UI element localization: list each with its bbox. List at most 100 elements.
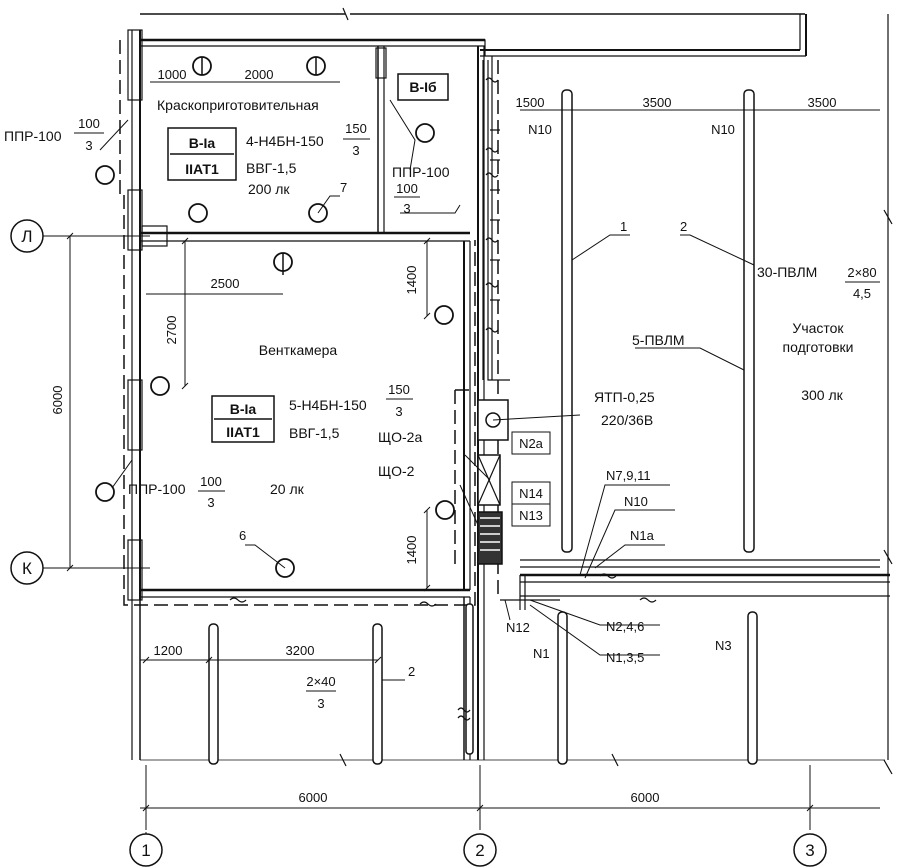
- luminaire: [95, 165, 115, 185]
- dim-2000: 2000: [245, 67, 274, 82]
- zone-class-vent-top: В-Iа: [230, 401, 257, 417]
- axis-bubble-1: [129, 833, 163, 867]
- axis-label-2: 2: [475, 841, 484, 860]
- lamp-row-bottom: [557, 611, 568, 765]
- lamp-row-bottom: [208, 623, 219, 765]
- transformer-label: ЯТП-0,25: [594, 389, 655, 405]
- paint-fixture-group: 4-Н4БН-150: [246, 133, 324, 149]
- axis-bubble-2: [463, 833, 497, 867]
- axis-label-3: 3: [805, 841, 814, 860]
- pvlm-5: 5-ПВЛМ: [632, 332, 685, 348]
- leader-lines: [99, 99, 755, 681]
- axis-lines: [40, 235, 150, 838]
- vent-fixture-num: 150: [388, 382, 410, 397]
- electrical-panels: [477, 399, 509, 565]
- vent-cable: ВВГ-1,5: [289, 425, 340, 441]
- ppr-left-bottom-label: ППР-100: [128, 481, 186, 497]
- dim-6000-b: 6000: [631, 790, 660, 805]
- room-name-paint: Краскоприготовительная: [157, 97, 319, 113]
- room-name-prep-line2: подготовки: [783, 339, 854, 355]
- axis-label-K: К: [22, 559, 32, 578]
- paint-fixture-num: 150: [345, 121, 367, 136]
- walls: [127, 7, 893, 775]
- luminaire: [95, 482, 115, 502]
- line-n2-4-6: N2,4,6: [606, 619, 644, 634]
- luminaire: [434, 305, 454, 325]
- luminaire: [150, 376, 170, 396]
- paint-cable: ВВГ-1,5: [246, 160, 297, 176]
- axis-label-L: Л: [21, 227, 32, 246]
- callout-1: 1: [620, 219, 627, 234]
- zone-class-b1b: В-Iб: [409, 79, 437, 95]
- dim-1000: 1000: [158, 67, 187, 82]
- vent-lux: 20 лк: [270, 481, 305, 497]
- dim-1400-top: 1400: [404, 266, 419, 295]
- luminaire: [435, 500, 455, 520]
- luminaire: [188, 203, 208, 223]
- line-n10-left: N10: [528, 122, 552, 137]
- lamp-row-2: [743, 89, 755, 553]
- luminaire-stems: [201, 57, 317, 275]
- room-name-vent: Венткамера: [259, 342, 338, 358]
- line-n14: N14: [519, 486, 543, 501]
- line-n1: N1: [533, 646, 550, 661]
- panel-2a-label: ЩО-2а: [378, 429, 422, 445]
- vent-fixture-den: 3: [395, 404, 402, 419]
- bottom-fixture-den: 3: [317, 696, 324, 711]
- bottom-fixture-num: 2×40: [306, 674, 335, 689]
- callout-6: 6: [239, 528, 246, 543]
- paint-fixture-den: 3: [352, 143, 359, 158]
- axis-bubble-K: [10, 551, 44, 585]
- dim-1200: 1200: [154, 643, 183, 658]
- dim-3500-b: 3500: [808, 95, 837, 110]
- ppr-mid-num: 100: [396, 181, 418, 196]
- zone-class-vent-bottom: IIАТ1: [226, 424, 260, 440]
- ppr-left-bottom-den: 3: [207, 495, 214, 510]
- line-n12: N12: [506, 620, 530, 635]
- zone-badge-b1b: [397, 73, 449, 101]
- line-n10-mid: N10: [624, 494, 648, 509]
- line-n3: N3: [715, 638, 732, 653]
- dim-6000-a: 6000: [299, 790, 328, 805]
- line-n1a: N1а: [630, 528, 655, 543]
- dim-3200: 3200: [286, 643, 315, 658]
- lamp-row-1: [561, 89, 573, 553]
- line-n13: N13: [519, 508, 543, 523]
- pvlm-den: 4,5: [853, 286, 871, 301]
- line-label-boxes: [511, 431, 551, 527]
- lamp-row-bottom: [747, 611, 758, 765]
- axis-bubble-3: [793, 833, 827, 867]
- transformer-voltage: 220/36В: [601, 412, 653, 428]
- lamp-row-bottom: [372, 623, 383, 765]
- dim-2500: 2500: [211, 276, 240, 291]
- line-n10-right: N10: [711, 122, 735, 137]
- prep-lux: 300 лк: [801, 387, 843, 403]
- lamp-row-bottom: [465, 603, 474, 755]
- room-name-prep-line1: Участок: [792, 320, 844, 336]
- callout-7: 7: [340, 180, 347, 195]
- ppr-mid-den: 3: [403, 201, 410, 216]
- dimension-lines: [66, 81, 880, 830]
- luminaires: [95, 56, 455, 578]
- line-n2a: N2а: [519, 436, 544, 451]
- zone-class-bottom: IIАТ1: [185, 161, 219, 177]
- dim-2700: 2700: [164, 316, 179, 345]
- ppr-left-top-label: ППР-100: [4, 128, 62, 144]
- zone-class-top: В-Iа: [189, 135, 216, 151]
- paint-lux: 200 лк: [248, 181, 290, 197]
- dim-3500-a: 3500: [643, 95, 672, 110]
- vent-fixture-group: 5-Н4БН-150: [289, 397, 367, 413]
- wire-marks: [229, 77, 657, 721]
- axis-label-1: 1: [141, 841, 150, 860]
- line-n7-9-11: N7,9,11: [606, 468, 651, 483]
- dim-1400-bottom: 1400: [404, 536, 419, 565]
- callout-2: 2: [680, 219, 687, 234]
- panel-2-label: ЩО-2: [378, 463, 415, 479]
- panel-2: [477, 511, 503, 565]
- line-n1-3-5: N1,3,5: [606, 650, 644, 665]
- dim-1500: 1500: [516, 95, 545, 110]
- fraction-bars: [74, 132, 880, 692]
- dim-6000-vertical: 6000: [50, 386, 65, 415]
- callout-2-bottom: 2: [408, 664, 415, 679]
